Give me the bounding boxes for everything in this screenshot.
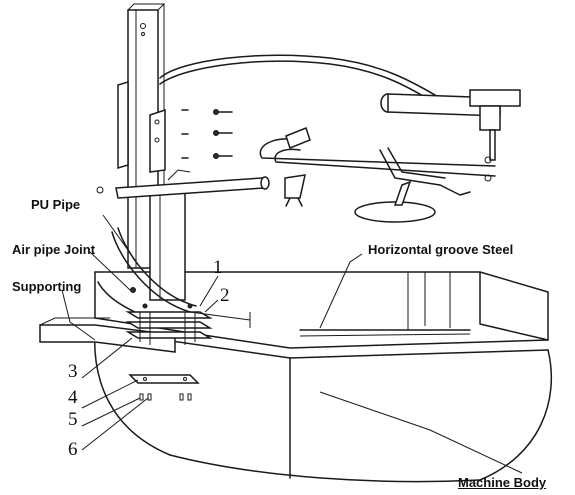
label-horizontal-groove-steel: Horizontal groove Steel [368, 242, 514, 257]
horizontal-arm [96, 169, 270, 199]
callout-number-1: 1 [213, 257, 223, 278]
tool-arm-assembly [259, 89, 521, 223]
leader-lines [61, 214, 523, 474]
exploded-bolts [181, 109, 233, 159]
air-pipe-lines [97, 227, 251, 328]
label-air-pipe-joint: Air pipe Joint [12, 242, 96, 257]
callout-number-2: 2 [220, 285, 230, 306]
label-supporting: Supporting [12, 279, 82, 294]
mounting-plates [125, 303, 213, 345]
callout-number-3: 3 [68, 361, 78, 382]
label-machine-body: Machine Body [458, 475, 547, 490]
label-pu-pipe: PU Pipe [31, 197, 81, 212]
callout-number-6: 6 [68, 439, 78, 460]
callout-number-4: 4 [68, 387, 78, 408]
callout-number-5: 5 [68, 409, 78, 430]
base-plate-and-bolts [128, 374, 200, 401]
pu-hose [159, 54, 441, 105]
vertical-column [117, 3, 186, 301]
